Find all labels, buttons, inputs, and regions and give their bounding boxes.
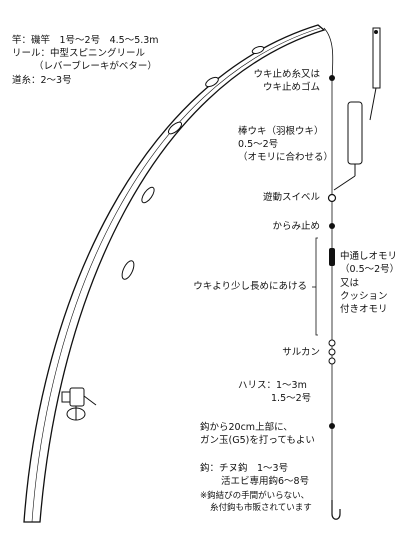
span-bracket <box>315 237 318 336</box>
label-longer-than-float: ウキより少し長めにあける <box>193 281 307 292</box>
spec-reel: リール：中型スピニングリール <box>12 48 146 59</box>
rod-guide <box>141 186 155 204</box>
tangle-stop-marker <box>329 223 335 229</box>
rod-guide <box>251 46 265 54</box>
swivel-marker <box>328 339 336 365</box>
label-float-stopper-2: ウキ止めゴム <box>262 82 320 93</box>
label-float-2: 0.5〜2号 <box>238 139 279 150</box>
spinning-reel <box>61 387 97 421</box>
label-float-3: （オモリに合わせる） <box>238 152 334 163</box>
label-free-swivel: 遊動スイベル <box>262 192 320 203</box>
label-sinker-3: 又は <box>340 278 360 289</box>
label-float-1: 棒ウキ（羽根ウキ） <box>238 126 324 137</box>
label-harris-2: 1.5〜2号 <box>271 393 312 404</box>
label-sinker-4: クッション <box>340 291 388 302</box>
rod <box>23 24 326 523</box>
rod-guide <box>167 121 183 135</box>
rod-guide <box>121 260 135 280</box>
label-sinker-2: （0.5〜2号） <box>340 264 400 275</box>
float-stopper-marker <box>329 75 335 81</box>
label-swivel: サルカン <box>282 347 320 358</box>
spec-reel-note: （レバーブレーキがベター） <box>34 61 157 72</box>
hook <box>331 500 341 520</box>
free-swivel-marker <box>327 193 337 203</box>
rod-guides <box>121 46 265 280</box>
stick-float <box>333 27 381 191</box>
label-note-2: 糸付鈎も市販されています <box>210 503 312 513</box>
label-sinker-1: 中通しオモリ <box>340 251 398 262</box>
spec-rod: 竿：磯竿 1号〜2号 4.5〜5.3m <box>12 35 159 46</box>
label-hook-1: 鈎：チヌ鈎 1〜3号 <box>200 463 289 474</box>
label-sinker-5: 付きオモリ <box>340 304 388 315</box>
label-split-shot-2: ガン玉(G5)を打ってもよい <box>200 435 315 446</box>
sinker-marker <box>329 248 335 266</box>
label-hook-2: 活エビ専用鈎6〜8号 <box>221 476 310 487</box>
label-float-stopper-1: ウキ止め糸又は <box>253 69 320 80</box>
split-shot-marker <box>329 423 335 429</box>
rod-guide <box>205 76 219 88</box>
label-tangle-stop: からみ止め <box>272 221 320 232</box>
label-harris-1: ハリス：1〜3m <box>238 380 307 391</box>
label-split-shot-1: 鈎から20cm上部に、 <box>200 422 293 433</box>
label-note-1: ※鈎結びの手間がいらない、 <box>200 491 310 501</box>
spec-line: 道糸：2〜3号 <box>12 75 72 86</box>
rod-inner-line <box>31 27 321 523</box>
